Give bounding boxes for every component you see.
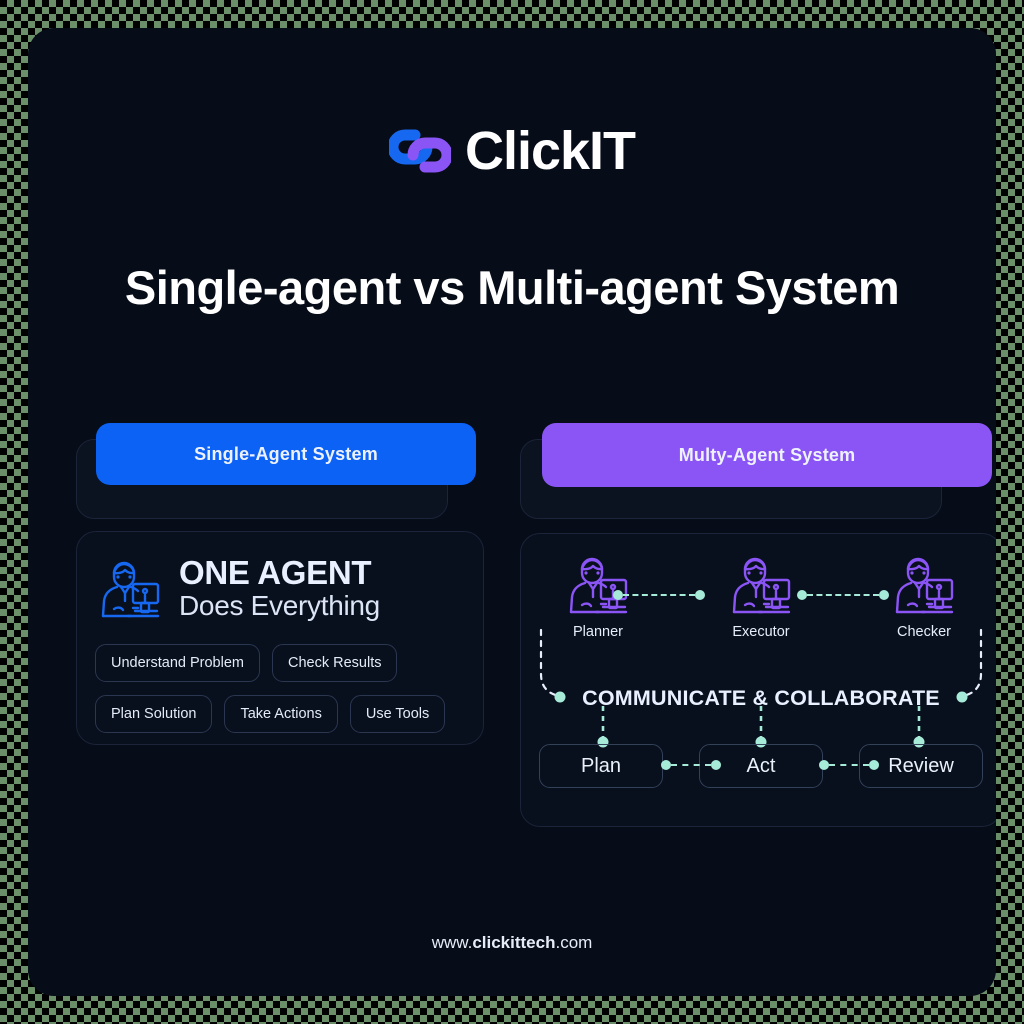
person-at-computer-icon (543, 550, 653, 620)
infographic-poster: ClickIT Single-agent vs Multi-agent Syst… (28, 28, 996, 996)
footer-suffix: .com (555, 933, 593, 952)
agent-connector (797, 590, 889, 600)
person-at-computer-icon (869, 550, 979, 620)
connector-dot (797, 590, 807, 600)
multi-agent-header-pill[interactable]: Multy-Agent System (542, 423, 992, 487)
flow-step-review[interactable]: Review (859, 744, 983, 788)
single-agent-header-pill[interactable]: Single-Agent System (96, 423, 476, 485)
chain-link-icon (388, 125, 451, 177)
agent-label: Executor (732, 624, 790, 640)
capability-pill[interactable]: Use Tools (349, 695, 446, 733)
person-at-computer-icon (97, 554, 163, 624)
footer-prefix: www. (431, 933, 473, 952)
one-agent-subheadline: Does Everything (179, 590, 380, 622)
agent-row: Planner (535, 550, 987, 640)
connector-dot (711, 760, 721, 770)
capability-pill[interactable]: Understand Problem (95, 644, 260, 682)
agent-label: Planner (573, 624, 623, 640)
connector-dot (869, 760, 879, 770)
connector-dot (819, 760, 829, 770)
agent-executor: Executor (706, 550, 816, 640)
flow-row: Plan Act Review (539, 744, 983, 788)
multi-agent-body-card: Planner (520, 533, 996, 827)
capability-row-1: Understand Problem Check Results (95, 644, 467, 682)
collaboration-bracket (539, 628, 983, 703)
connector-dot (613, 590, 623, 600)
capability-list: Understand Problem Check Results Plan So… (95, 644, 467, 746)
single-agent-body-card: ONE AGENT Does Everything Understand Pro… (76, 531, 484, 745)
footer-url: www.clickittech.com (28, 933, 996, 953)
brand-logo: ClickIT (28, 124, 996, 178)
capability-row-2: Plan Solution Take Actions Use Tools (95, 695, 467, 733)
agent-connector (613, 590, 705, 600)
connector-dot (661, 760, 671, 770)
capability-pill[interactable]: Take Actions (224, 695, 338, 733)
agent-checker: Checker (869, 550, 979, 640)
one-agent-heading-row: ONE AGENT Does Everything (97, 554, 380, 624)
footer-brand: clickittech (472, 933, 556, 952)
capability-pill[interactable]: Check Results (272, 644, 398, 682)
capability-pill[interactable]: Plan Solution (95, 695, 213, 733)
page-title: Single-agent vs Multi-agent System (124, 261, 900, 314)
connector-dot (695, 590, 705, 600)
person-at-computer-icon (706, 550, 816, 620)
agent-label: Checker (897, 624, 951, 640)
flow-connector (661, 760, 721, 770)
flow-connector (819, 760, 879, 770)
one-agent-headline: ONE AGENT (179, 553, 372, 591)
connector-dot (879, 590, 889, 600)
flow-step-plan[interactable]: Plan (539, 744, 663, 788)
brand-name: ClickIT (464, 121, 636, 181)
